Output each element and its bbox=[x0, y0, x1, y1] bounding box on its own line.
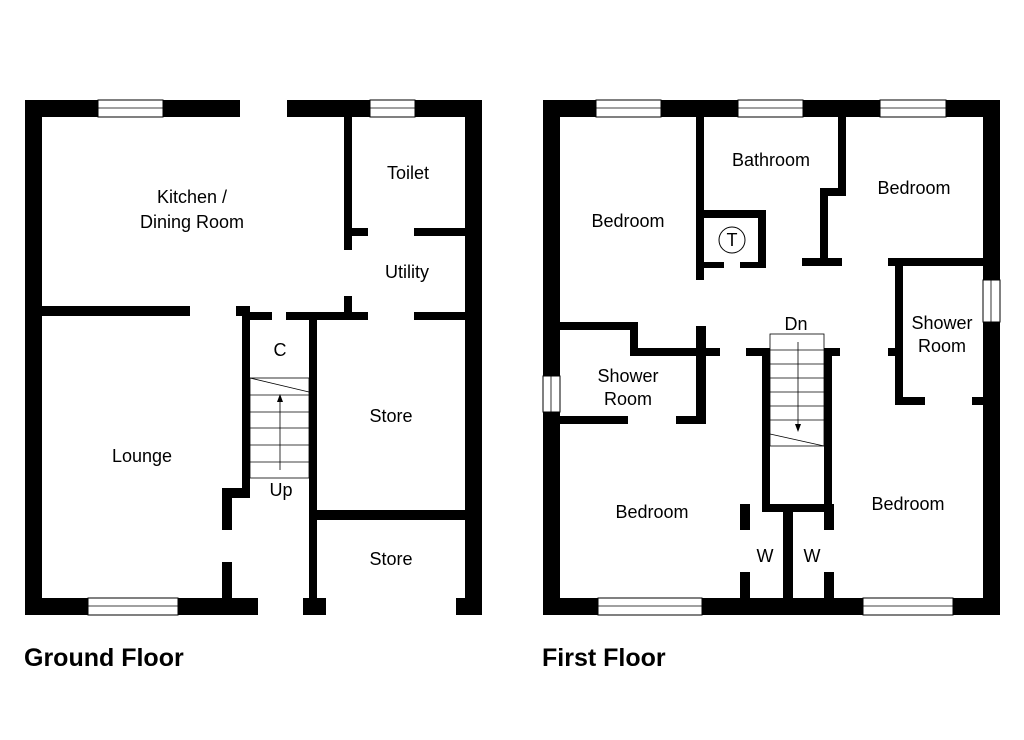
window bbox=[879, 99, 947, 118]
room-label-bathroom: Bathroom bbox=[732, 150, 810, 170]
first-floor-windows bbox=[542, 99, 1001, 616]
ground-floor-walls bbox=[25, 100, 482, 615]
stairs-label-down: Dn bbox=[784, 314, 807, 334]
tank-circle bbox=[718, 226, 746, 254]
first-floor-staircase bbox=[769, 333, 825, 447]
room-label-bedroom-nw: Bedroom bbox=[591, 211, 664, 231]
ground-floor-labels: Kitchen / Dining Room Toilet Utility C S… bbox=[112, 163, 429, 569]
room-label-cupboard: C bbox=[274, 340, 287, 360]
room-label-lounge: Lounge bbox=[112, 446, 172, 466]
window bbox=[982, 279, 1001, 323]
first-floor-plan: Bedroom Bathroom T Bedroom Dn Shower Roo… bbox=[542, 99, 1001, 616]
room-label-wardrobe-left: W bbox=[757, 546, 774, 566]
room-label-shower-east-line1: Shower bbox=[911, 313, 972, 333]
room-label-shower-west-line1: Shower bbox=[597, 366, 658, 386]
room-label-store-lower: Store bbox=[369, 549, 412, 569]
room-label-bedroom-se: Bedroom bbox=[871, 494, 944, 514]
ground-floor-staircase bbox=[249, 377, 310, 479]
water-tank bbox=[718, 226, 746, 254]
window bbox=[97, 99, 164, 118]
room-label-utility: Utility bbox=[385, 262, 429, 282]
room-label-shower-west-line2: Room bbox=[604, 389, 652, 409]
room-label-shower-east-line2: Room bbox=[918, 336, 966, 356]
room-label-toilet: Toilet bbox=[387, 163, 429, 183]
room-label-bedroom-ne: Bedroom bbox=[877, 178, 950, 198]
room-label-kitchen-line2: Dining Room bbox=[140, 212, 244, 232]
window bbox=[87, 597, 179, 616]
ground-floor-title: Ground Floor bbox=[24, 644, 184, 672]
room-label-store-upper: Store bbox=[369, 406, 412, 426]
window bbox=[369, 99, 416, 118]
window bbox=[595, 99, 662, 118]
tank-label: T bbox=[727, 230, 738, 250]
first-floor-title: First Floor bbox=[542, 644, 666, 672]
ground-floor-windows bbox=[87, 99, 416, 616]
room-label-kitchen-line1: Kitchen / bbox=[157, 187, 227, 207]
room-label-bedroom-sw: Bedroom bbox=[615, 502, 688, 522]
window bbox=[542, 375, 561, 413]
stair-up-arrow bbox=[277, 394, 283, 402]
room-label-wardrobe-right: W bbox=[804, 546, 821, 566]
window bbox=[597, 597, 703, 616]
first-floor-labels: Bedroom Bathroom T Bedroom Dn Shower Roo… bbox=[591, 150, 972, 566]
stair-down-arrow bbox=[795, 424, 801, 432]
stairs-label-up: Up bbox=[269, 480, 292, 500]
window bbox=[862, 597, 954, 616]
window bbox=[737, 99, 804, 118]
ground-floor-plan: Kitchen / Dining Room Toilet Utility C S… bbox=[25, 99, 482, 616]
